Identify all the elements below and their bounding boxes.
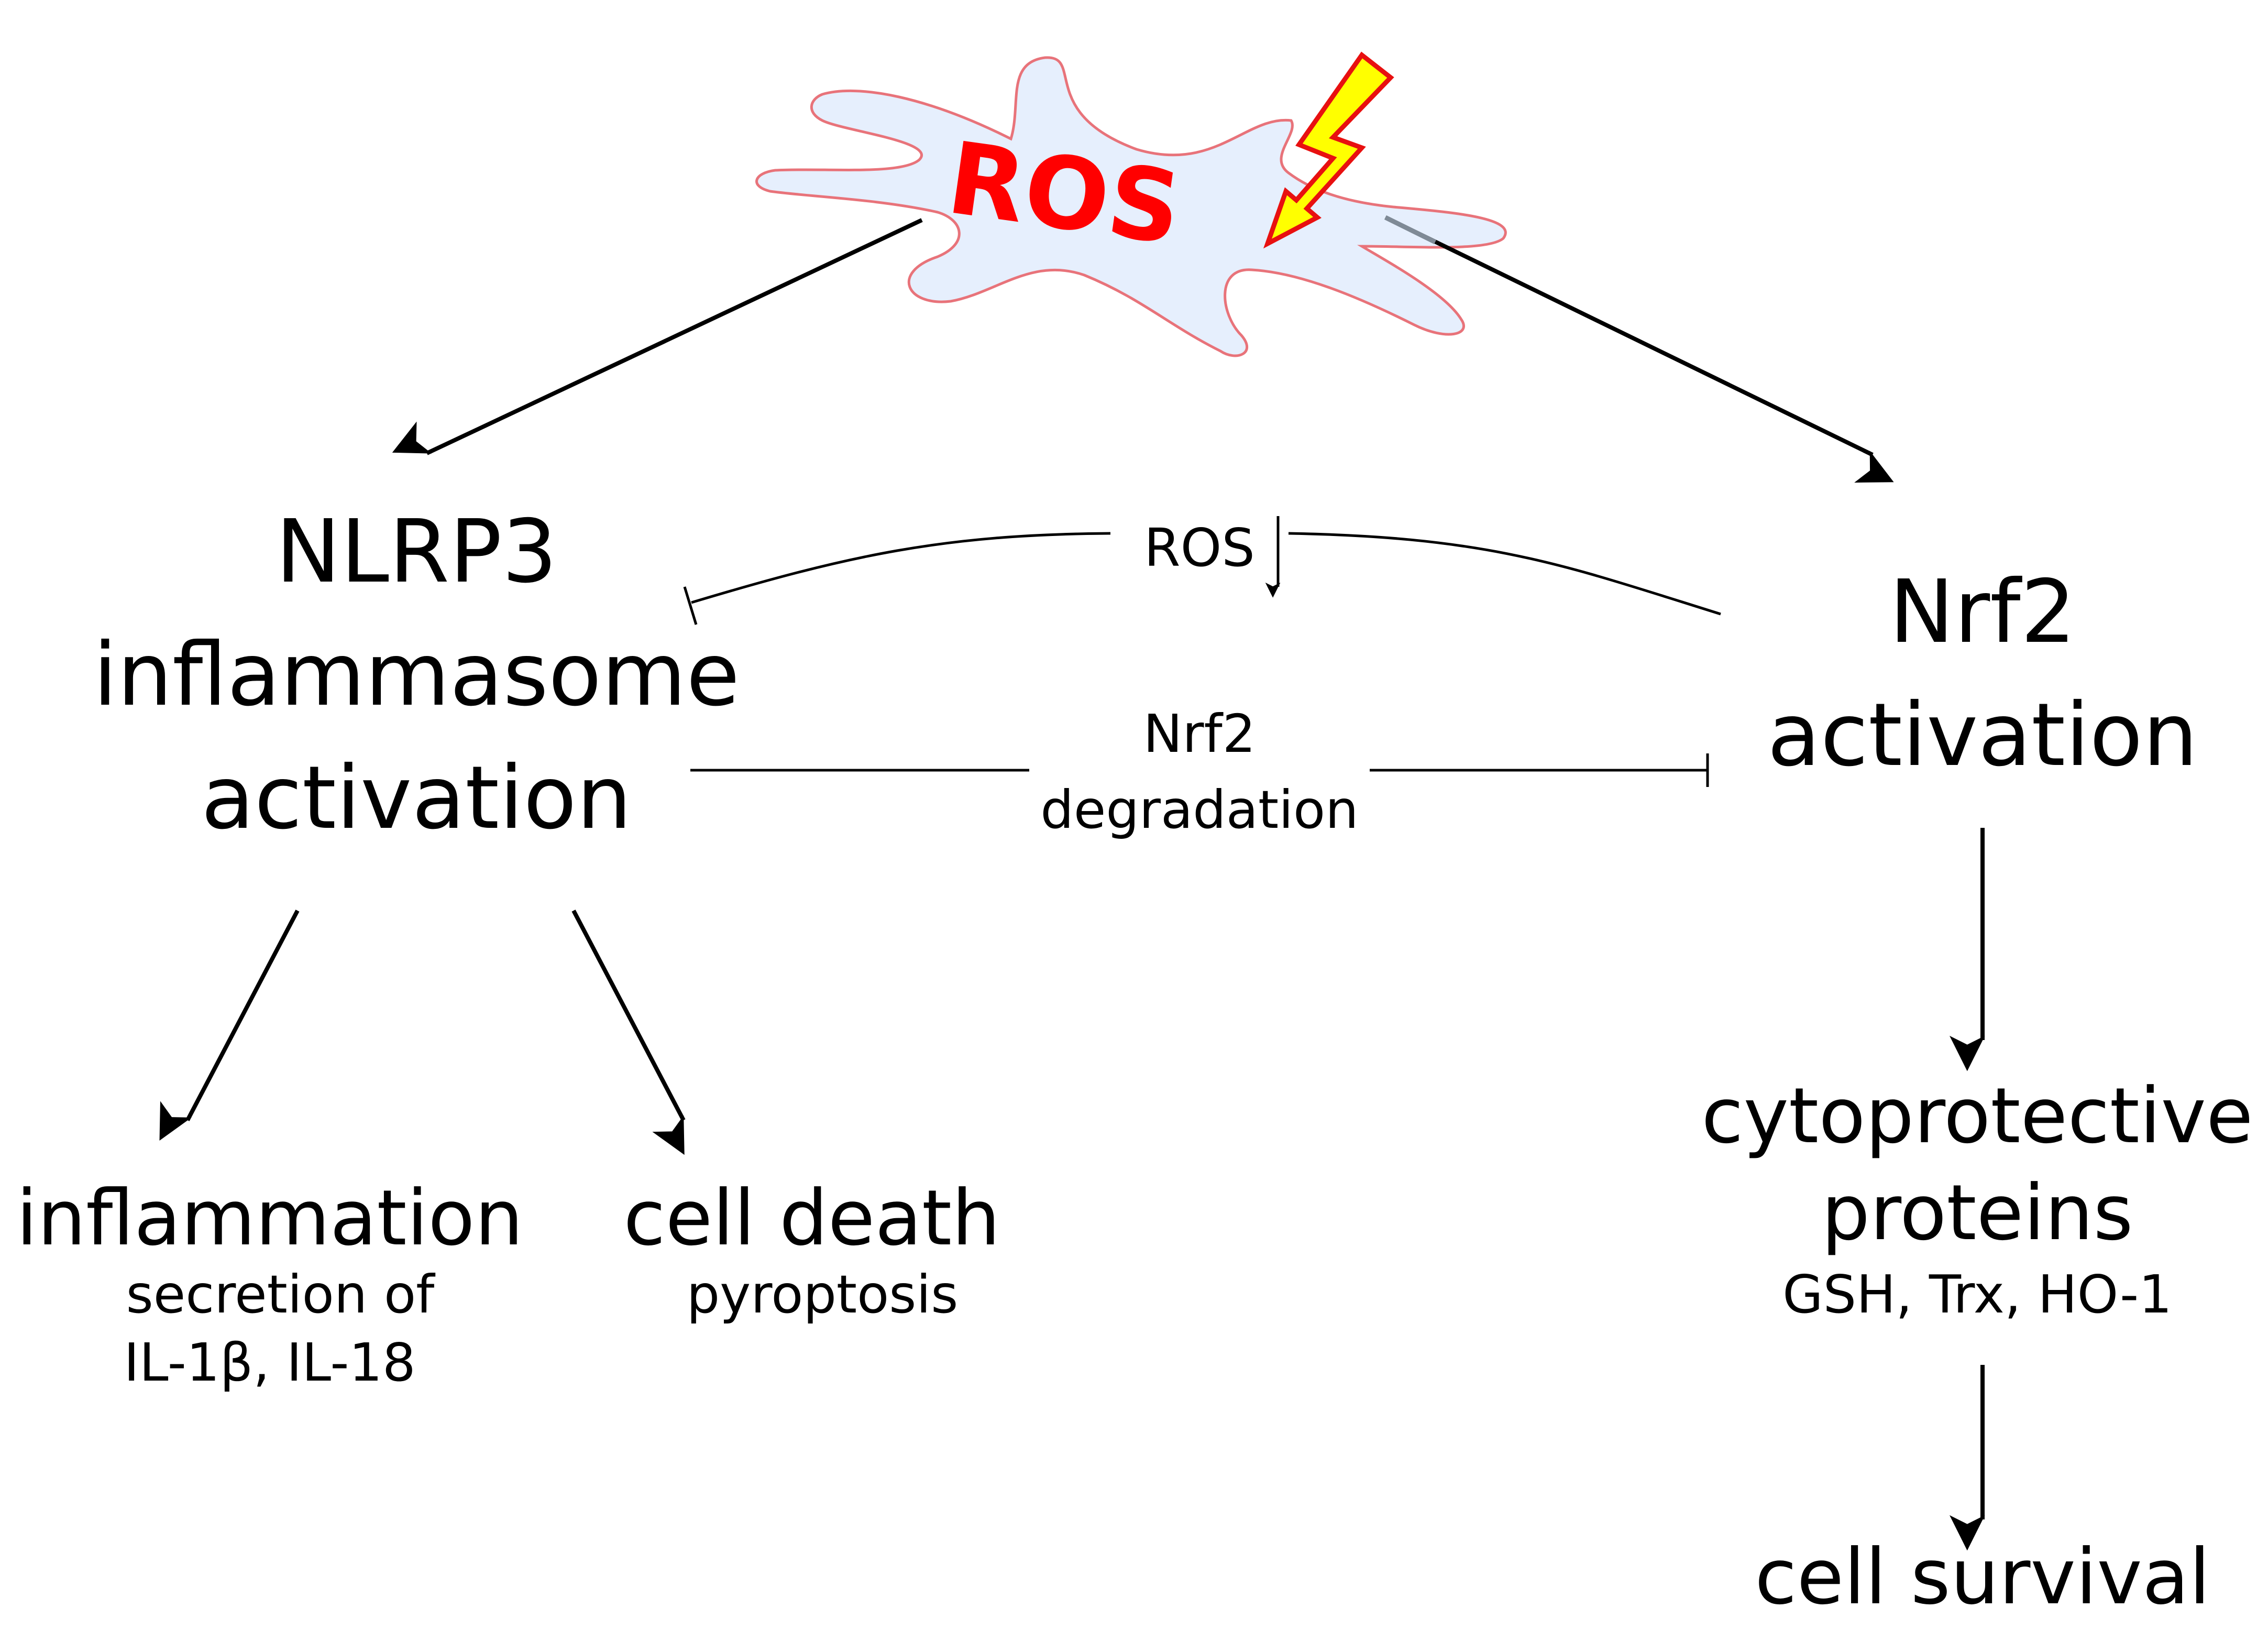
cell-death-sub: pyroptosis bbox=[687, 1264, 959, 1325]
nrf2-line1: Nrf2 bbox=[1889, 562, 2076, 663]
cell-survival-title: cell survival bbox=[1755, 1533, 2210, 1622]
degradation-line2: degradation bbox=[1040, 779, 1358, 840]
nlrp3-line1: NLRP3 bbox=[276, 501, 557, 603]
inflammation-node: inflammation secretion of IL-1β, IL-18 bbox=[16, 1174, 523, 1393]
nlrp3-line2: inflammasome bbox=[93, 625, 740, 726]
inflammation-title: inflammation bbox=[16, 1174, 523, 1263]
inhibition-curve-left bbox=[691, 532, 1111, 604]
cytoprotective-node: cytoprotective proteins GSH, Trx, HO-1 bbox=[1701, 1071, 2253, 1325]
nrf2-node: Nrf2 activation bbox=[1767, 562, 2198, 786]
inhibition-bar-left bbox=[683, 586, 698, 625]
ros-inhibition-connector: ROS bbox=[683, 516, 1721, 625]
arrow-ros-to-nrf2-shade bbox=[1384, 215, 1436, 245]
inflammation-sub1: secretion of bbox=[126, 1264, 436, 1325]
inhibition-curve-right bbox=[1288, 532, 1721, 616]
inflammation-sub2: IL-1β, IL-18 bbox=[124, 1332, 415, 1393]
cell-death-title: cell death bbox=[623, 1174, 1000, 1263]
cell-death-node: cell death pyroptosis bbox=[623, 1174, 1000, 1325]
arrow-ros-to-nrf2 bbox=[1384, 215, 1894, 483]
cytoprotective-sub: GSH, Trx, HO-1 bbox=[1782, 1264, 2172, 1325]
arrow-ros-to-nlrp3 bbox=[392, 218, 923, 455]
degradation-connector: Nrf2 degradation bbox=[690, 703, 1709, 840]
degradation-line1: Nrf2 bbox=[1143, 703, 1256, 764]
lightning-bolt-icon bbox=[1263, 51, 1394, 249]
arrow-nlrp3-to-inflammation bbox=[159, 910, 300, 1141]
nrf2-line2: activation bbox=[1767, 685, 2198, 786]
cytoprotective-line1: cytoprotective bbox=[1701, 1071, 2253, 1161]
cloud-shape bbox=[755, 56, 1507, 357]
cytoprotective-line2: proteins bbox=[1821, 1168, 2133, 1257]
nlrp3-line3: activation bbox=[201, 748, 632, 849]
arrow-nlrp3-to-cell-death bbox=[571, 910, 686, 1155]
nlrp3-node: NLRP3 inflammasome activation bbox=[93, 501, 740, 849]
middle-ros-label: ROS bbox=[1144, 517, 1255, 578]
ros-splash-cloud: ROS bbox=[755, 56, 1507, 357]
